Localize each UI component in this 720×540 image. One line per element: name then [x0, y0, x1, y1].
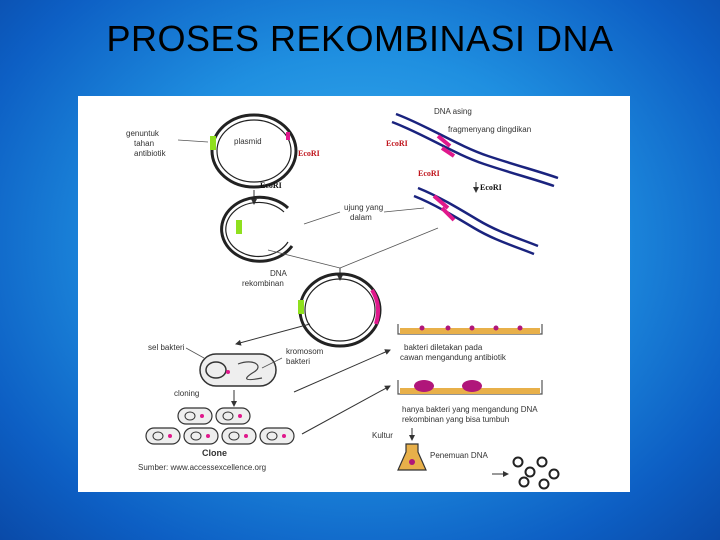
petri-plate-1 [397, 324, 543, 335]
gene-resistance-label-2: tahan [134, 139, 154, 148]
cloning-label: cloning [174, 389, 199, 398]
recombinant-label-1: DNA [270, 269, 288, 278]
ecori-label-dna-3: EcoRI [480, 183, 502, 192]
sticky-ends-label-1: ujung yang [344, 203, 383, 212]
ecori-label-plasmid: EcoRI [298, 149, 320, 158]
clone-colonies [145, 407, 295, 445]
isolated-plasmids [512, 456, 560, 490]
diagram-svg: genuntuk tahan antibiotik plasmid EcoRI … [126, 107, 560, 490]
gene-resistance-label-1: genuntuk [126, 129, 160, 138]
only-recombinant-label-2: rekombinan yang bisa tumbuh [402, 415, 509, 424]
resistance-gene-marker [210, 136, 216, 150]
chromosome-label-1: kromosom [286, 347, 324, 356]
petri-plate-2 [397, 380, 543, 395]
gene-pointer [177, 139, 209, 143]
source-label: Sumber: www.accessexcellence.org [138, 463, 266, 472]
only-recombinant-label-1: hanya bakteri yang mengandung DNA [402, 405, 538, 414]
plasmid-label: plasmid [234, 137, 262, 146]
foreign-dna-label: DNA asing [434, 107, 472, 116]
plasmid-circle [210, 113, 298, 189]
dna-discovery-label: Penemuan DNA [430, 451, 488, 460]
bacteria-grown-label-1: bakteri diletakan pada [404, 343, 483, 352]
culture-flask [397, 443, 427, 471]
bacteria-cell [199, 353, 277, 387]
recombination-diagram: genuntuk tahan antibiotik plasmid EcoRI … [78, 96, 630, 492]
recombinant-label-2: rekombinan [242, 279, 284, 288]
gene-resistance-label-3: antibiotik [134, 149, 167, 158]
sticky-ends-label-2: dalam [350, 213, 372, 222]
recombinant-plasmid [298, 272, 382, 348]
chromosome-label-2: bakteri [286, 357, 310, 366]
ecori-label-dna-1: EcoRI [386, 139, 408, 148]
fragment-label: fragmenyang dingdikan [448, 125, 531, 134]
cut-plasmid [220, 195, 294, 263]
ecori-label-cut: EcoRI [260, 181, 282, 190]
ecori-label-dna-2: EcoRI [418, 169, 440, 178]
culture-label: Kultur [372, 431, 393, 440]
foreign-dna [391, 112, 559, 256]
clone-label: Clone [202, 448, 227, 458]
bacteria-grown-label-2: cawan mengandung antibiotik [400, 353, 507, 362]
plasmid-cut-site [286, 132, 290, 140]
slide-title: PROSES REKOMBINASI DNA [106, 18, 614, 59]
bacteria-cell-label: sel bakteri [148, 343, 185, 352]
